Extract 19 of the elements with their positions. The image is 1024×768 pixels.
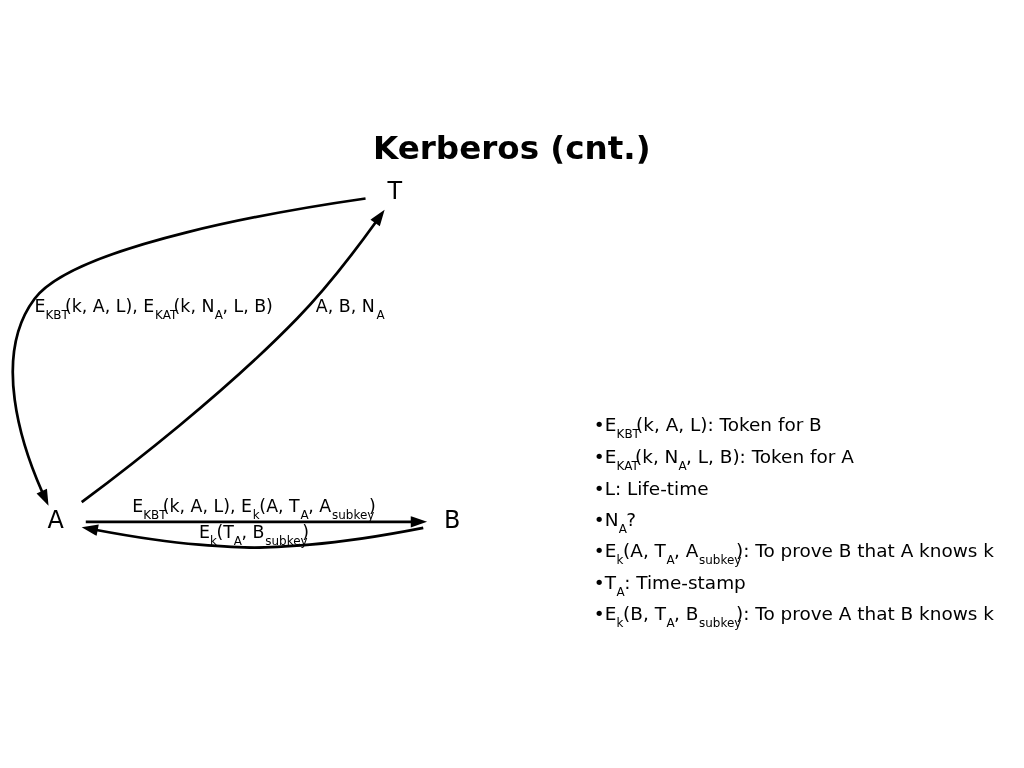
label: •E$_{KAT}$(k, N$_{A}$, L, B): Token for A bbox=[593, 445, 854, 473]
label: •L: Life-time bbox=[593, 477, 709, 499]
label: •T$_{A}$: Time-stamp bbox=[593, 571, 746, 599]
arrow bbox=[85, 515, 428, 528]
edge-label: E$_{KBT}$(k, A, L), E$_{KAT}$(k, N$_{A}$, L, B) bbox=[34, 295, 273, 322]
node-text: A bbox=[47, 505, 64, 534]
arrow bbox=[80, 209, 385, 503]
edge-label: A, B, N$_{A}$ bbox=[315, 295, 385, 322]
edge-label: E$_{KBT}$(k, A, L), E$_{k}$(A, T$_{A}$, A$_{subkey}$) bbox=[132, 495, 376, 522]
diagram-title: Kerberos (cnt.) bbox=[373, 128, 651, 167]
node-text: B bbox=[443, 505, 461, 534]
edge-label: E$_{k}$(T$_{A}$, B$_{subkey}$) bbox=[199, 521, 310, 548]
label: •E$_{k}$(B, T$_{A}$, B$_{subkey}$): To prove A that B knows k bbox=[593, 602, 994, 630]
label: •E$_{KBT}$(k, A, L): Token for B bbox=[593, 413, 822, 441]
arrow bbox=[81, 524, 424, 549]
arrow bbox=[11, 196, 366, 506]
label: •E$_{k}$(A, T$_{A}$, A$_{subkey}$): To prove B that A knows k bbox=[593, 539, 994, 567]
node-text: T bbox=[387, 176, 403, 205]
label: •N$_{A}$? bbox=[593, 508, 637, 536]
